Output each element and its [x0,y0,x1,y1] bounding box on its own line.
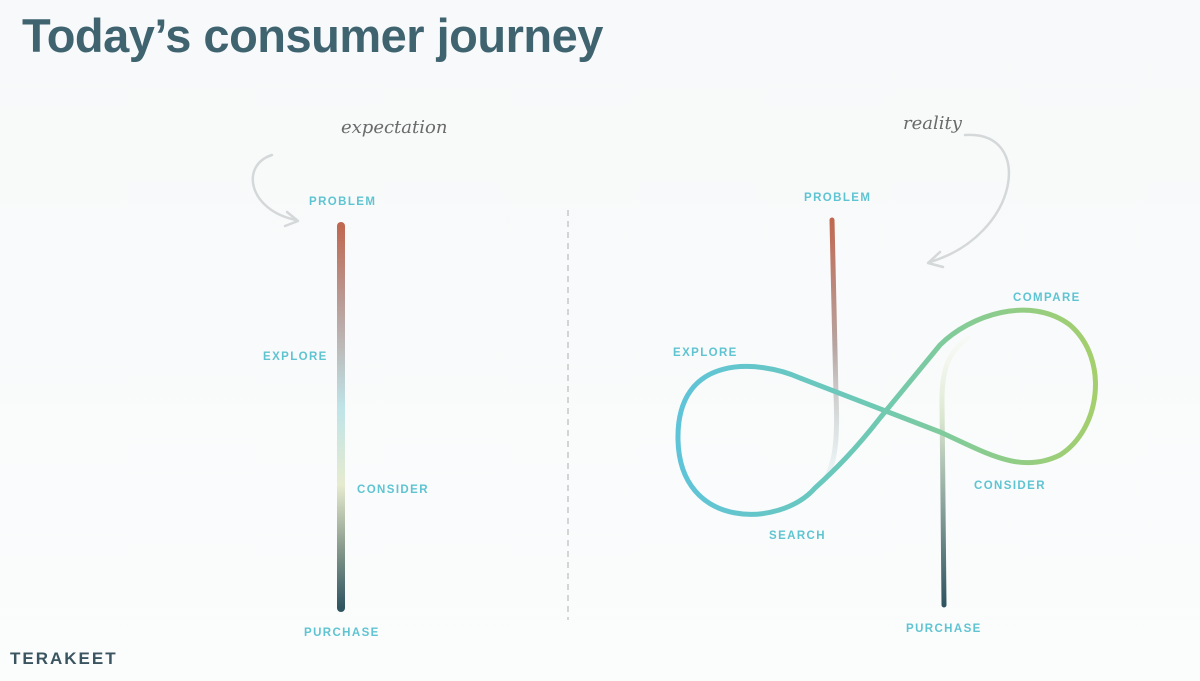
reality-stage-compare: COMPARE [1013,292,1081,304]
reality-stage-consider: CONSIDER [974,480,1046,492]
reality-purchase-path [939,335,971,608]
expectation-stage-purchase: PURCHASE [304,627,380,639]
reality-stage-search: SEARCH [769,530,826,542]
expectation-stage-consider: CONSIDER [357,484,429,496]
expectation-stage-explore: EXPLORE [263,351,328,363]
reality-arrow-icon [926,133,1011,269]
expectation-stage-problem: PROBLEM [309,196,377,208]
reality-heading: reality [903,113,962,134]
page-title: Today’s consumer journey [22,9,603,62]
reality-stage-explore: EXPLORE [673,347,738,359]
reality-loop-path [675,307,1098,517]
expectation-arrow-icon [251,153,300,228]
expectation-heading: expectation [341,117,448,138]
reality-stage-problem: PROBLEM [804,192,872,204]
reality-problem-path [823,217,840,481]
reality-stage-purchase: PURCHASE [906,623,982,635]
terakeet-logo: TERAKEET [10,649,118,668]
